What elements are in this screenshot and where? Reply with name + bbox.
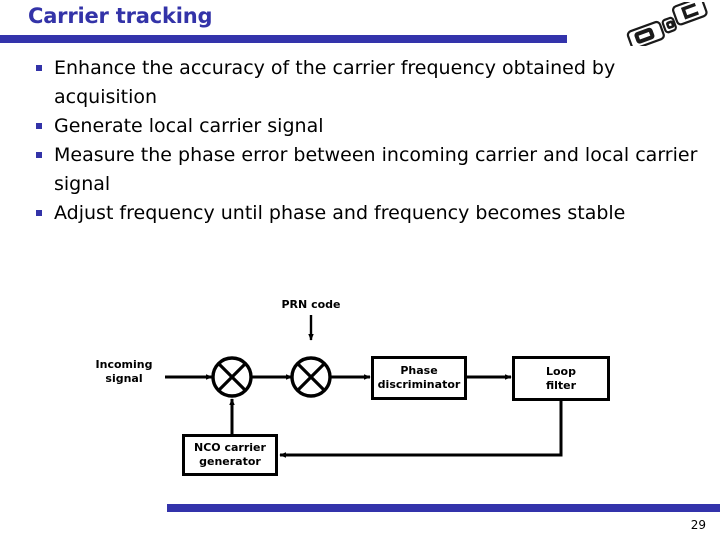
- diagram-connectors: [165, 315, 563, 458]
- mixer-1-cross-multiplier-icon: [211, 356, 253, 398]
- block-nco-carrier-generator: NCO carrier generator: [182, 434, 278, 476]
- block-phase-discriminator: Phase discriminator: [371, 356, 467, 400]
- carrier-tracking-loop-block-diagram: PRN code Incoming signal Phase discrimin…: [0, 280, 720, 495]
- mixer-2-cross-multiplier-icon: [290, 356, 332, 398]
- list-item: Adjust frequency until phase and frequen…: [36, 199, 716, 228]
- page-title: Carrier tracking: [28, 4, 213, 28]
- list-item-label: Enhance the accuracy of the carrier freq…: [54, 57, 616, 108]
- square-bullet-icon: [36, 210, 42, 216]
- square-bullet-icon: [36, 65, 42, 71]
- square-bullet-icon: [36, 152, 42, 158]
- list-item: Enhance the accuracy of the carrier freq…: [36, 54, 716, 112]
- list-item: Measure the phase error between incoming…: [36, 141, 716, 199]
- list-item-label: Generate local carrier signal: [54, 115, 324, 137]
- page-number: 29: [690, 518, 706, 532]
- list-item: Generate local carrier signal: [36, 112, 716, 141]
- block-loop-filter-label: Loop filter: [545, 364, 577, 392]
- block-phase-discriminator-label: Phase discriminator: [377, 364, 461, 391]
- bullet-list: Enhance the accuracy of the carrier freq…: [36, 54, 716, 228]
- list-item-label: Measure the phase error between incoming…: [54, 144, 698, 195]
- footer-rule: [167, 504, 720, 512]
- square-bullet-icon: [36, 123, 42, 129]
- incoming-signal-label: Incoming signal: [95, 358, 153, 385]
- dgc-logo-icon: [608, 0, 716, 50]
- list-item-label: Adjust frequency until phase and frequen…: [54, 202, 626, 224]
- prn-code-label: PRN code: [281, 298, 341, 311]
- block-loop-filter: Loop filter: [512, 356, 610, 401]
- title-underline-rule: [0, 35, 567, 43]
- block-nco-carrier-generator-label: NCO carrier generator: [194, 441, 266, 468]
